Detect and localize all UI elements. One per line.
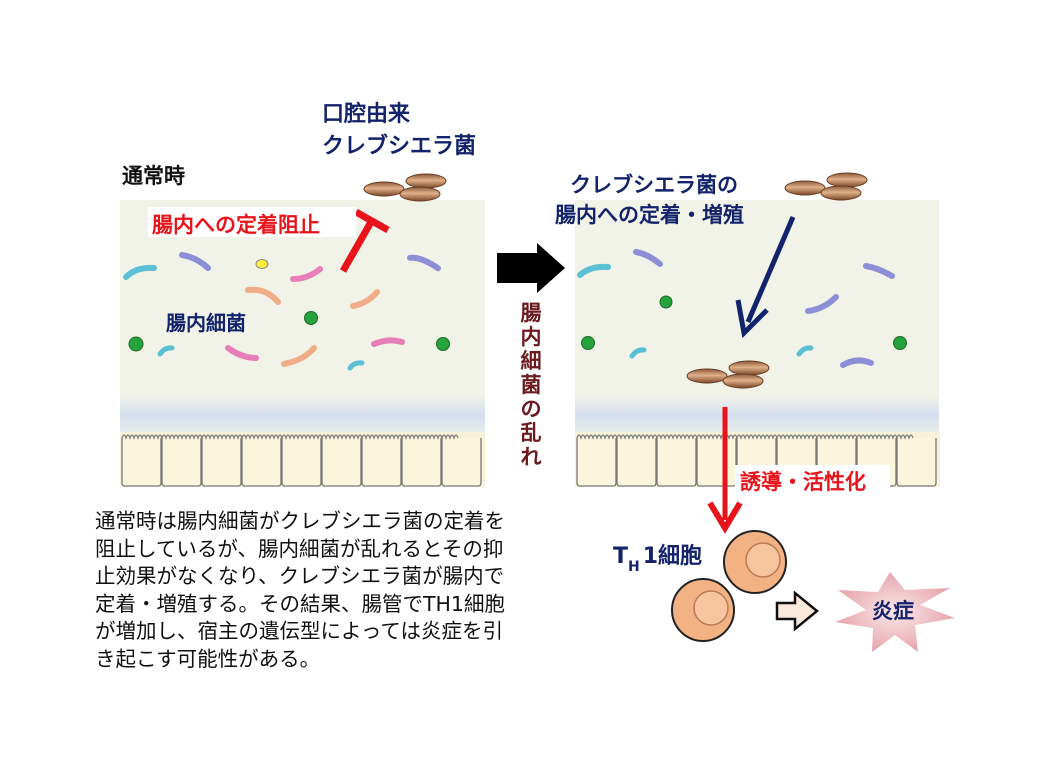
yellow-bacterium bbox=[255, 259, 269, 269]
description-line: き起こす可能性がある。 bbox=[95, 646, 321, 671]
gut-bacteria-label: 腸内細菌 bbox=[166, 311, 246, 335]
dysbiosis-label: 腸 内 細 菌 の 乱 れ bbox=[521, 301, 542, 469]
svg-text:乱: 乱 bbox=[521, 421, 542, 445]
transition-arrow-icon bbox=[497, 243, 565, 293]
inhibition-label: 腸内への定着阻止 bbox=[152, 213, 320, 237]
klebsiella-cluster-oral bbox=[363, 173, 447, 202]
klebsiella-cluster-incoming bbox=[784, 172, 868, 201]
induction-label: 誘導・活性化 bbox=[740, 470, 866, 494]
description-line: が増加し、宿主の遺伝型によっては炎症を引 bbox=[95, 619, 503, 643]
induction-arrow-icon bbox=[707, 407, 743, 534]
colonization-arrow-icon bbox=[735, 216, 796, 339]
description-line: 通常時は腸内細菌がクレブシエラ菌の定着を bbox=[95, 509, 505, 533]
outcome-arrow-icon bbox=[775, 590, 819, 632]
svg-text:の: の bbox=[521, 397, 542, 421]
normal-state-title: 通常時 bbox=[122, 164, 185, 188]
th1-cell bbox=[671, 578, 735, 642]
epithelial-cells bbox=[119, 431, 486, 488]
colonization-label-line1: クレブシエラ菌の bbox=[570, 173, 738, 197]
svg-text:菌: 菌 bbox=[521, 373, 542, 397]
left-panel-normal: 腸内への定着阻止 腸内細菌 通常時 口腔由来 クレブシエラ菌 bbox=[119, 101, 486, 488]
gut-bacteria-reduced bbox=[577, 249, 895, 368]
svg-text:腸: 腸 bbox=[521, 301, 542, 325]
inflammation-burst-icon bbox=[835, 572, 955, 652]
gut-bacteria bbox=[123, 252, 441, 371]
inflammation-label: 炎症 bbox=[872, 599, 914, 623]
svg-text:内: 内 bbox=[521, 325, 542, 349]
th1-cell bbox=[723, 530, 787, 594]
description-text: 通常時は腸内細菌がクレブシエラ菌の定着を 阻止しているが、腸内細菌が乱れるとその… bbox=[95, 508, 505, 673]
svg-text:細: 細 bbox=[521, 349, 542, 373]
description-line: 定着・増殖する。その結果、腸管でTH1細胞 bbox=[95, 591, 505, 616]
svg-text:れ: れ bbox=[521, 445, 542, 469]
description-line: 止効果がなくなり、クレブシエラ菌が腸内で bbox=[95, 564, 505, 588]
inhibition-symbol bbox=[339, 208, 390, 273]
right-panel-dysbiosis: クレブシエラ菌の 腸内への定着・増殖 bbox=[555, 172, 941, 488]
colonization-label-line2: 腸内への定着・増殖 bbox=[555, 203, 744, 227]
description-line: 阻止しているが、腸内細菌が乱れるとその抑 bbox=[95, 536, 504, 561]
oral-origin-label: 口腔由来 bbox=[322, 101, 411, 127]
klebsiella-label: クレブシエラ菌 bbox=[322, 133, 476, 159]
